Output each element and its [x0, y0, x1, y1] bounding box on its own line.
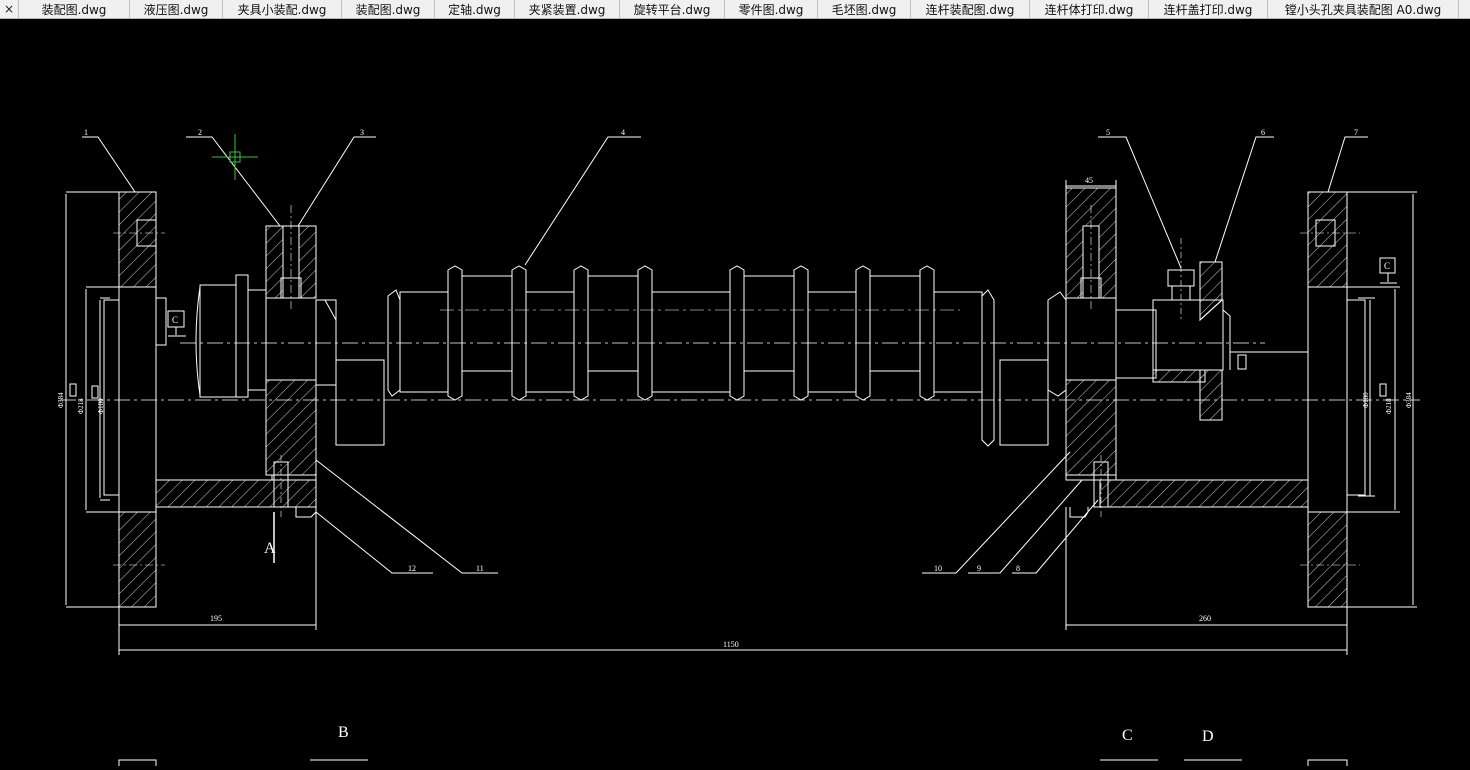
- dim-left-dia-mid: Φ218: [77, 398, 85, 414]
- dim-left-dia-inner: Φ180: [97, 398, 105, 414]
- part-number-6: 6: [1261, 128, 1265, 137]
- part-number-8: 8: [1016, 564, 1020, 573]
- view-label-d: D: [1202, 728, 1214, 745]
- file-tab[interactable]: 毛坯图.dwg: [818, 0, 911, 18]
- dim-left-dia-outer: Φ384: [57, 392, 65, 408]
- cad-drawing[interactable]: 1 2 3 4 5 6 7 8 9 10 11 12 45 195 260 11…: [0, 19, 1470, 770]
- horizontal-dims: [118, 180, 1348, 655]
- part-number-1: 1: [84, 128, 88, 137]
- left-support-bar: [155, 455, 317, 520]
- dim-left-span: 195: [210, 614, 222, 623]
- file-tab[interactable]: 零件图.dwg: [725, 0, 818, 18]
- right-diameter-dims: [1347, 191, 1417, 608]
- annotation-text: 1 2 3 4 5 6 7 8 9 10 11 12 45 195 260 11…: [57, 128, 1413, 745]
- right-clamp: [1065, 187, 1157, 476]
- part-number-10: 10: [934, 564, 942, 573]
- datum-right-label: C: [1384, 261, 1390, 271]
- part-number-2: 2: [198, 128, 202, 137]
- dim-right-span: 260: [1199, 614, 1211, 623]
- right-support-bar: [1065, 455, 1309, 520]
- view-label-b: B: [338, 724, 349, 741]
- drawing-canvas[interactable]: 1 2 3 4 5 6 7 8 9 10 11 12 45 195 260 11…: [0, 19, 1470, 770]
- file-tab[interactable]: 旋转平台.dwg: [620, 0, 725, 18]
- file-tab[interactable]: 夹具小装配.dwg: [223, 0, 342, 18]
- right-end-plate: [1300, 191, 1400, 608]
- dim-right-dia-mid: Φ218: [1385, 398, 1393, 414]
- crosshair-cursor: [212, 134, 258, 180]
- part-number-11: 11: [476, 564, 484, 573]
- view-label-a: A: [264, 540, 276, 557]
- geometry: [60, 136, 1420, 770]
- left-datum: [167, 310, 186, 337]
- dim-right-dia-outer: Φ384: [1405, 392, 1413, 408]
- file-tab[interactable]: 装配图.dwg: [342, 0, 435, 18]
- file-tab[interactable]: 定轴.dwg: [435, 0, 515, 18]
- part-number-9: 9: [977, 564, 981, 573]
- datum-left-label: C: [172, 315, 178, 325]
- left-diameter-dims: [65, 191, 119, 608]
- part-number-7: 7: [1354, 128, 1358, 137]
- file-tab[interactable]: 液压图.dwg: [130, 0, 223, 18]
- left-end-plate: [86, 191, 165, 608]
- part-number-3: 3: [360, 128, 364, 137]
- right-datum: [1379, 257, 1397, 284]
- file-tab[interactable]: 连杆体打印.dwg: [1030, 0, 1149, 18]
- part-number-4: 4: [621, 128, 625, 137]
- dim-right-dia-inner: Φ180: [1362, 392, 1370, 408]
- close-icon[interactable]: ×: [0, 0, 19, 18]
- file-tab[interactable]: 夹紧装置.dwg: [515, 0, 620, 18]
- file-tab[interactable]: 连杆装配图.dwg: [911, 0, 1030, 18]
- leader-lines: [82, 136, 1368, 574]
- dim-top-right-width: 45: [1085, 176, 1093, 185]
- file-tab[interactable]: 连杆盖打印.dwg: [1149, 0, 1268, 18]
- view-label-c: C: [1122, 727, 1133, 744]
- left-clamp: [265, 205, 317, 481]
- file-tab[interactable]: 装配图.dwg: [19, 0, 130, 18]
- left-hub: [155, 274, 267, 398]
- file-tab[interactable]: 镗小头孔夹具装配图 A0.dwg: [1268, 0, 1459, 18]
- part-number-12: 12: [408, 564, 416, 573]
- crankshaft: [315, 265, 1067, 447]
- right-driver: [1152, 238, 1309, 480]
- bottom-partial-views: [118, 759, 1348, 770]
- part-number-5: 5: [1106, 128, 1110, 137]
- dim-overall-length: 1150: [723, 640, 739, 649]
